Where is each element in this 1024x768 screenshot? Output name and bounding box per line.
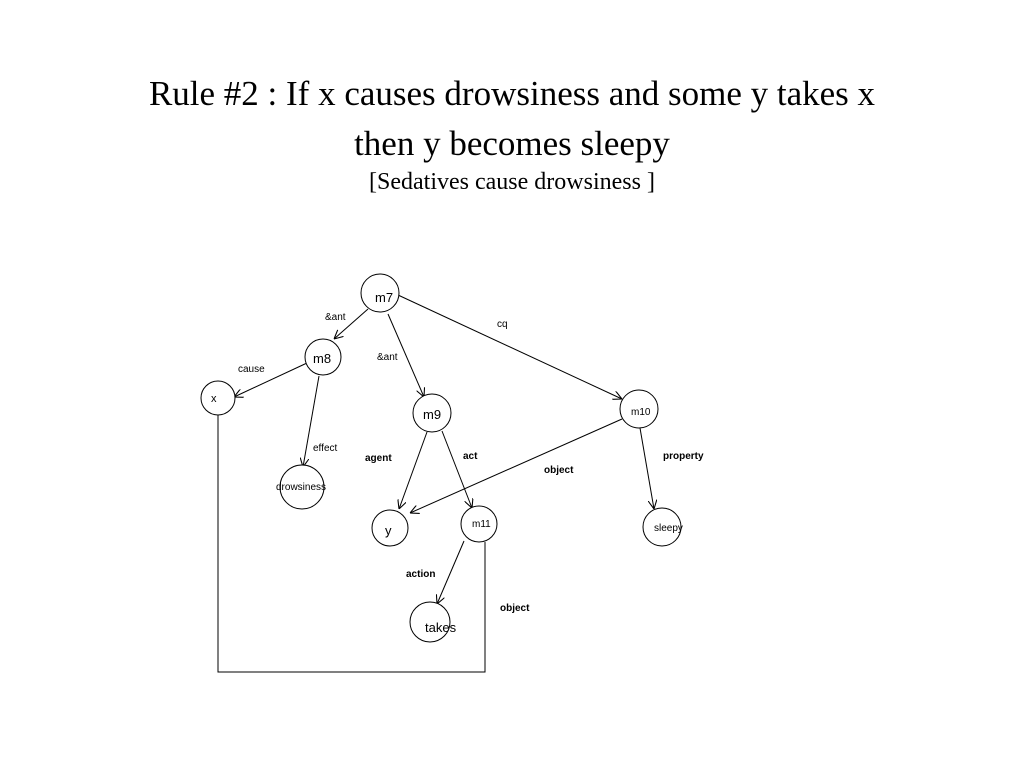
edge-label-m10-y: object: [544, 465, 574, 476]
node-y: y: [371, 509, 409, 547]
edge-label-m11-x: object: [500, 603, 530, 614]
svg-text:drowsiness: drowsiness: [276, 482, 326, 493]
node-takes: takes: [409, 601, 457, 643]
edge-label-m7-m8: &ant: [325, 312, 346, 323]
title-line-1: Rule #2 : If x causes drowsiness and som…: [148, 74, 876, 113]
edge-m8-x: cause: [234, 362, 308, 397]
svg-text:y: y: [385, 523, 392, 538]
node-m9: m9: [412, 393, 452, 433]
node-m10: m10: [619, 389, 659, 429]
edge-m7-m8: &ant: [325, 308, 369, 339]
edge-label-m9-y: agent: [365, 453, 392, 464]
node-m7: m7: [360, 273, 400, 313]
edge-label-m8-x: cause: [238, 364, 265, 375]
edge-label-m7-m9: &ant: [377, 352, 398, 363]
svg-text:sleepy: sleepy: [654, 523, 683, 534]
edge-label-m10-sleepy: property: [663, 451, 704, 462]
edge-m9-m11: act: [441, 430, 478, 508]
svg-text:m11: m11: [472, 519, 491, 530]
node-m8: m8: [304, 338, 342, 376]
title-line-2: then y becomes sleepy: [354, 124, 670, 163]
svg-text:m7: m7: [375, 290, 393, 305]
svg-text:m9: m9: [423, 407, 441, 422]
edge-label-m8-drowsiness: effect: [313, 443, 337, 454]
svg-text:m10: m10: [631, 407, 651, 418]
svg-text:x: x: [211, 393, 217, 405]
edge-m7-m10: cq: [397, 294, 622, 399]
edge-m11-takes: action: [406, 540, 465, 604]
svg-text:takes: takes: [425, 620, 457, 635]
edge-label-m9-m11: act: [463, 451, 478, 462]
edge-label-m7-m10: cq: [497, 319, 508, 330]
edge-m8-drowsiness: effect: [303, 375, 337, 467]
svg-text:m8: m8: [313, 351, 331, 366]
edge-label-m11-takes: action: [406, 569, 435, 580]
edge-m11-x: object: [217, 412, 530, 673]
node-drowsiness: drowsiness: [276, 464, 326, 510]
edge-m9-y: agent: [365, 431, 428, 509]
node-sleepy: sleepy: [642, 507, 683, 547]
edge-m7-m9: &ant: [377, 313, 424, 397]
edge-m10-sleepy: property: [639, 427, 704, 509]
node-m11: m11: [460, 505, 498, 543]
subtitle: [Sedatives cause drowsiness ]: [369, 169, 655, 195]
node-x: x: [200, 380, 236, 416]
edge-m10-y: object: [410, 418, 623, 513]
